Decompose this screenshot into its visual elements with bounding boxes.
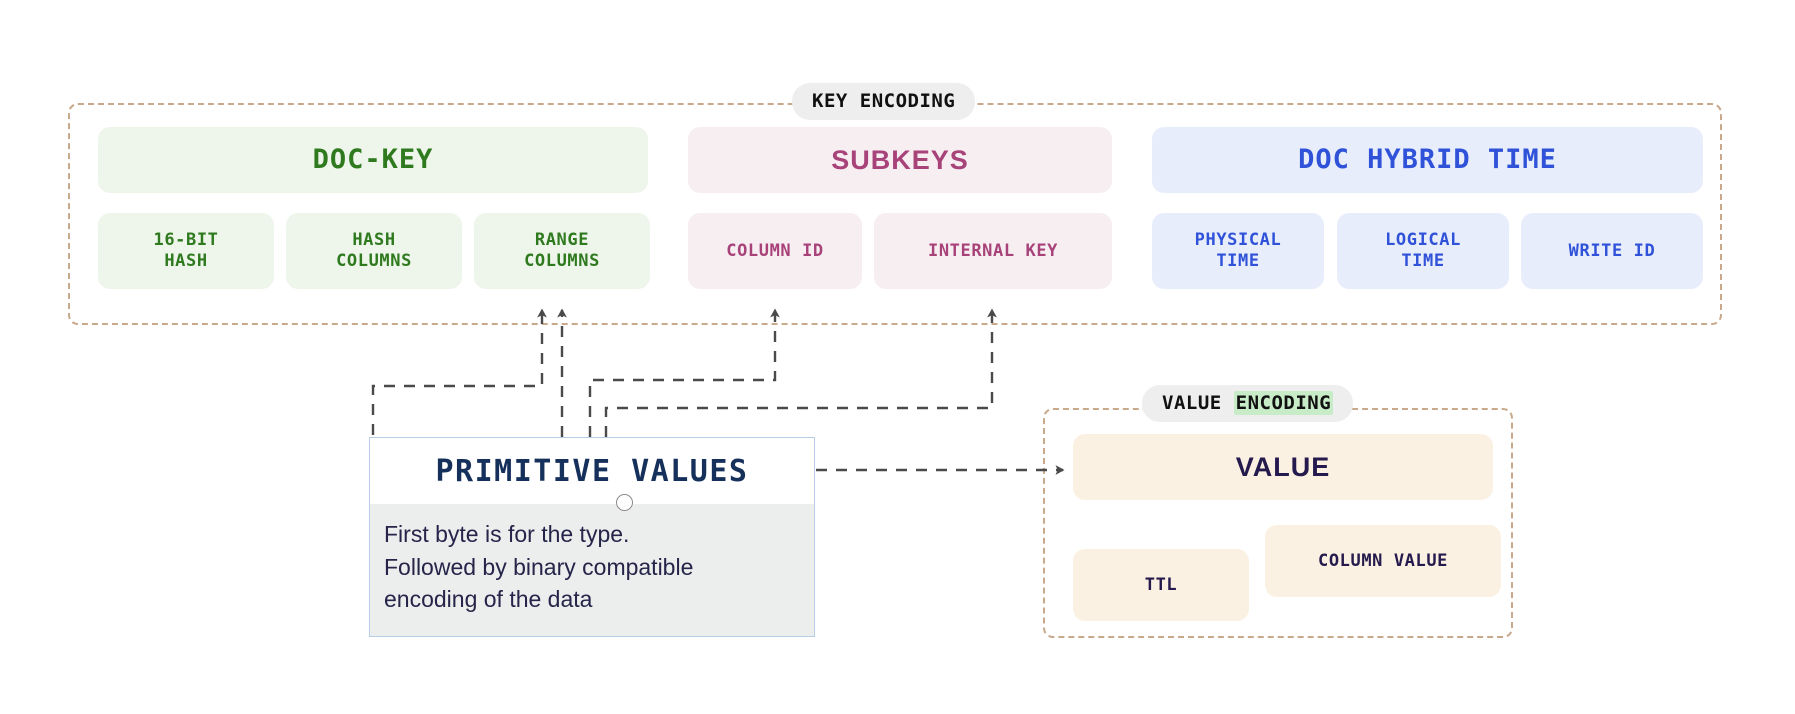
subkeys-header[interactable]: SUBKEYS [688,127,1112,193]
doc-hybrid-time-child-write-id[interactable]: WRITE ID [1521,213,1703,289]
doc-key-child-hash-columns[interactable]: HASH COLUMNS [286,213,462,289]
value-child-column-value[interactable]: COLUMN VALUE [1265,525,1501,597]
doc-key-header[interactable]: DOC-KEY [98,127,648,193]
key-encoding-label-part1: KEY [812,90,848,112]
doc-key-child-16-bit-hash[interactable]: 16-BIT HASH [98,213,274,289]
subkeys-child-internal-key[interactable]: INTERNAL KEY [874,213,1112,289]
value-encoding-label-part2: ENCODING [1233,391,1334,415]
wire-to-hash-columns [371,308,547,435]
primitive-values-title: PRIMITIVE VALUES [370,438,814,504]
value-header[interactable]: VALUE [1073,434,1493,500]
primitive-values-body: First byte is for the type. Followed by … [370,504,814,636]
doc-hybrid-time-header[interactable]: DOC HYBRID TIME [1152,127,1703,193]
wire-to-internal-key [604,308,997,437]
key-encoding-group-label: KEY ENCODING [792,83,976,120]
primitive-values-node[interactable]: PRIMITIVE VALUES First byte is for the t… [369,437,815,637]
subkeys-child-column-id[interactable]: COLUMN ID [688,213,862,289]
doc-hybrid-time-child-logical-time[interactable]: LOGICAL TIME [1337,213,1509,289]
doc-hybrid-time-child-physical-time[interactable]: PHYSICAL TIME [1152,213,1324,289]
key-encoding-label-part2: ENCODING [859,90,956,112]
value-encoding-group-label: VALUE ENCODING [1142,385,1354,422]
value-child-ttl[interactable]: TTL [1073,549,1249,621]
primitive-values-connection-handle[interactable] [616,494,633,511]
value-encoding-label-part1: VALUE [1162,392,1222,414]
doc-key-child-range-columns[interactable]: RANGE COLUMNS [474,213,650,289]
wire-to-column-id [588,308,780,437]
